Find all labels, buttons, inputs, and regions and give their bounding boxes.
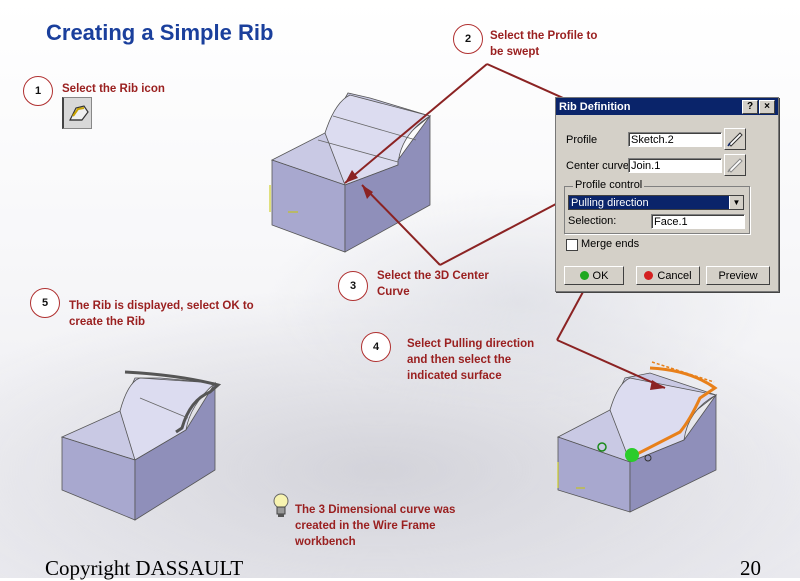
profile-field[interactable]: Sketch.2 <box>628 132 722 147</box>
step-1-text: Select the Rib icon <box>62 83 165 95</box>
dialog-title: Rib Definition <box>559 100 631 113</box>
center-curve-field[interactable]: Join.1 <box>628 158 722 173</box>
dialog-titlebar[interactable]: Rib Definition ? × <box>556 98 778 115</box>
ok-icon <box>579 271 589 280</box>
rib-definition-dialog: Rib Definition ? × Profile Sketch.2 Cent… <box>555 97 779 292</box>
page-number: 20 <box>740 556 761 580</box>
note-text: The 3 Dimensional curve was created in t… <box>295 504 456 548</box>
lightbulb-icon <box>271 492 291 525</box>
profile-control-label: Profile control <box>573 179 645 191</box>
preview-button[interactable]: Preview <box>706 266 770 285</box>
page-title: Creating a Simple Rib <box>46 20 274 45</box>
sketch-icon <box>727 158 743 173</box>
chevron-down-icon[interactable]: ▼ <box>729 196 743 209</box>
step-1-badge: 1 <box>23 76 53 106</box>
preview-label: Preview <box>718 269 758 282</box>
part-preview <box>556 361 718 513</box>
cancel-icon <box>644 271 654 280</box>
step-4-text: Select Pulling direction and then select… <box>407 338 535 382</box>
step-5-badge: 5 <box>30 288 60 318</box>
arrow-curve-to-part <box>361 184 441 266</box>
arrow-pulling-to-surface <box>556 339 666 389</box>
center-curve-label: Center curve <box>566 160 629 172</box>
rib-icon[interactable] <box>62 97 92 129</box>
close-button[interactable]: × <box>759 100 775 114</box>
step-3-text: Select the 3D Center Curve <box>377 270 489 298</box>
merge-ends-checkbox[interactable] <box>566 239 578 251</box>
step-2-badge: 2 <box>453 24 483 54</box>
arrow-profile-to-part <box>344 63 488 184</box>
cancel-button[interactable]: Cancel <box>636 266 700 285</box>
profile-sketch-button[interactable] <box>724 128 746 150</box>
step-4-badge: 4 <box>361 332 391 362</box>
center-curve-sketch-button[interactable] <box>724 154 746 176</box>
merge-ends-label: Merge ends <box>581 238 640 250</box>
ok-button[interactable]: OK <box>564 266 624 285</box>
selection-field[interactable]: Face.1 <box>651 214 745 229</box>
part-result <box>60 370 222 521</box>
help-button[interactable]: ? <box>742 100 758 114</box>
cancel-label: Cancel <box>657 269 692 282</box>
profile-control-group: Profile control Pulling direction ▼ Sele… <box>564 179 750 234</box>
profile-label: Profile <box>566 134 598 146</box>
step-3-badge: 3 <box>338 271 368 301</box>
profile-control-select[interactable]: Pulling direction ▼ <box>568 195 744 210</box>
ok-label: OK <box>592 269 609 282</box>
selection-label: Selection: <box>568 215 617 227</box>
step-2-text: Select the Profile to be swept <box>490 30 598 58</box>
profile-control-value: Pulling direction <box>571 197 649 209</box>
step-5-text: The Rib is displayed, select OK to creat… <box>69 300 254 328</box>
sketch-icon <box>727 132 743 147</box>
copyright-text: Copyright DASSAULT <box>45 556 244 580</box>
part-top <box>269 92 431 253</box>
